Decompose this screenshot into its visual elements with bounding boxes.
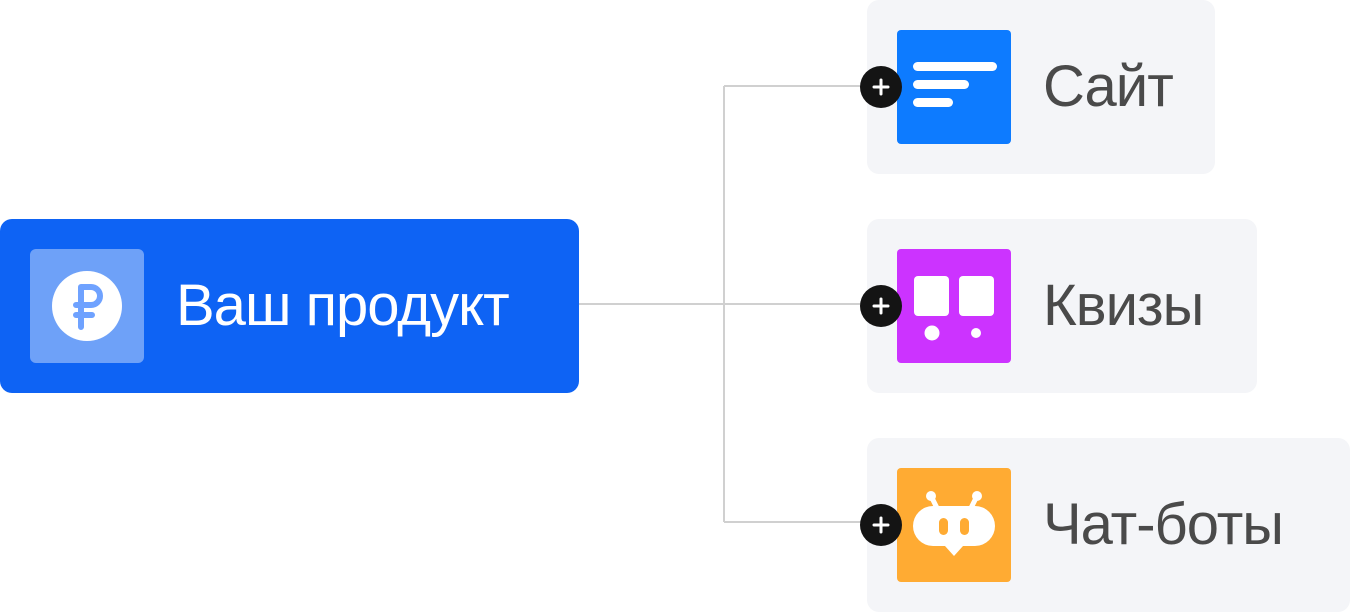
website-icon bbox=[897, 30, 1011, 144]
chatbot-icon bbox=[897, 468, 1011, 582]
plus-icon bbox=[872, 516, 890, 534]
channel-card-site[interactable]: Сайт bbox=[860, 0, 1215, 174]
plus-icon bbox=[872, 78, 890, 96]
add-site-button[interactable] bbox=[860, 66, 902, 108]
plus-icon bbox=[872, 297, 890, 315]
product-node: Ваш продукт bbox=[0, 219, 579, 393]
quiz-icon bbox=[897, 249, 1011, 363]
channel-card-chatbot[interactable]: Чат-боты bbox=[860, 438, 1350, 612]
channel-label-site: Сайт bbox=[1043, 54, 1174, 119]
channel-card-quiz[interactable]: Квизы bbox=[860, 219, 1257, 393]
channel-label-chatbot: Чат-боты bbox=[1043, 492, 1284, 557]
ruble-icon bbox=[30, 249, 144, 363]
product-label: Ваш продукт bbox=[176, 273, 510, 338]
add-quiz-button[interactable] bbox=[860, 285, 902, 327]
add-chatbot-button[interactable] bbox=[860, 504, 902, 546]
channel-label-quiz: Квизы bbox=[1043, 273, 1204, 338]
